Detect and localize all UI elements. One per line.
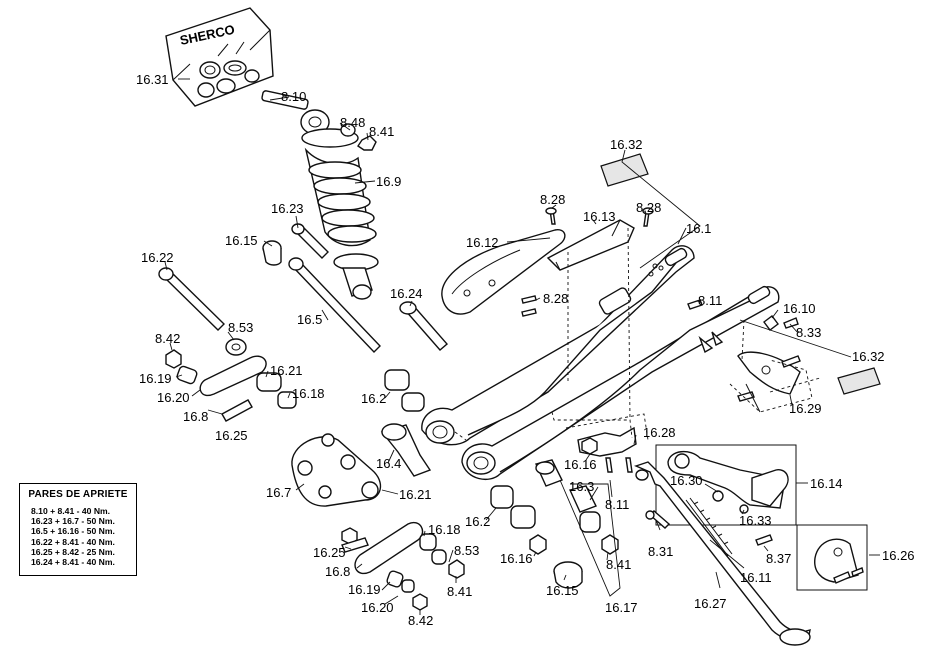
part-label: 16.24 (390, 286, 423, 301)
part-label: 16.18 (428, 522, 461, 537)
part-label: 16.15 (225, 233, 258, 248)
part-label: 16.21 (399, 487, 432, 502)
part-label: 16.29 (789, 401, 822, 416)
part-label: 16.30 (670, 473, 703, 488)
torque-row: 8.10 + 8.41 - 40 Nm. (31, 506, 111, 516)
shock-absorber (261, 90, 379, 300)
part-label: 8.48 (340, 115, 365, 130)
part-label: 16.10 (783, 301, 816, 316)
part-label: 16.16 (500, 551, 533, 566)
bushes-middle (490, 459, 619, 589)
part-label: 16.1 (686, 221, 711, 236)
part-label: 16.33 (739, 513, 772, 528)
torque-row: 16.24 + 8.41 - 40 Nm. (31, 557, 115, 568)
leader-lines (164, 78, 880, 615)
part-label: 16.8 (183, 409, 208, 424)
part-label: 16.19 (139, 371, 172, 386)
part-label: 16.16 (564, 457, 597, 472)
part-label: 16.20 (361, 600, 394, 615)
part-label: 8.37 (766, 551, 791, 566)
torque-row: 16.5 + 16.16 - 50 Nm. (31, 526, 115, 537)
part-label: 16.14 (810, 476, 843, 491)
torque-table-rows: 8.10 + 8.41 - 40 Nm. 16.23 + 16.7 - 50 N… (31, 506, 136, 567)
part-label: 16.25 (215, 428, 248, 443)
part-label: 16.11 (740, 570, 772, 585)
part-label: 16.32 (610, 137, 643, 152)
right-parts (600, 153, 881, 402)
part-label: 16.2 (465, 514, 490, 529)
part-label: 8.41 (447, 584, 472, 599)
part-label: 8.28 (540, 192, 565, 207)
torque-row: 16.25 + 8.42 - 25 Nm. (31, 546, 115, 557)
part-label: 8.11 (605, 497, 629, 512)
bearing-kit-box: SHERCO (165, 7, 274, 107)
part-label: 16.3 (569, 479, 594, 494)
part-label: 8.31 (648, 544, 673, 559)
part-label: 8.10 (281, 89, 306, 104)
bolts-left (158, 223, 448, 477)
part-label: 16.4 (376, 456, 401, 471)
part-label: 16.26 (882, 548, 915, 563)
part-label: 16.18 (292, 386, 325, 401)
part-label: 16.15 (546, 583, 579, 598)
part-label: 8.28 (543, 291, 568, 306)
part-label: 8.11 (698, 293, 722, 308)
part-label: 8.33 (796, 325, 821, 340)
part-label: 8.28 (636, 200, 661, 215)
part-labels: 16.31 8.10 8.48 8.41 16.9 16.23 16.15 16… (136, 72, 915, 628)
part-label: 16.7 (266, 485, 291, 500)
part-label: 16.20 (157, 390, 190, 405)
part-label: 8.41 (369, 124, 394, 139)
part-label: 8.53 (454, 543, 479, 558)
part-label: 16.25 (313, 545, 346, 560)
part-label: 16.23 (271, 201, 304, 216)
linkage-lower (291, 433, 465, 611)
torque-table: PARES DE APRIETE 8.10 + 8.41 - 40 Nm. 16… (19, 483, 137, 576)
part-label: 16.12 (466, 235, 499, 250)
part-label: 16.9 (376, 174, 401, 189)
part-label: 16.5 (297, 312, 322, 327)
part-label: 16.13 (583, 209, 616, 224)
part-label: 16.19 (348, 582, 381, 597)
side-stand (577, 426, 868, 646)
part-label: 16.8 (325, 564, 350, 579)
part-label: 8.42 (155, 331, 180, 346)
part-label: 16.32 (852, 349, 885, 364)
torque-row: 16.22 + 8.41 - 40 Nm. (31, 536, 115, 547)
torque-table-title: PARES DE APRIETE (28, 489, 128, 500)
part-label: 16.2 (361, 391, 386, 406)
part-label: 8.42 (408, 613, 433, 628)
part-label: 8.41 (606, 557, 631, 572)
torque-row: 16.23 + 16.7 - 50 Nm. (31, 516, 115, 527)
part-label: 16.21 (270, 363, 303, 378)
part-label: 8.53 (228, 320, 253, 335)
part-label: 16.22 (141, 250, 174, 265)
part-label: 16.27 (694, 596, 727, 611)
part-label: 16.17 (605, 600, 638, 615)
part-label: 16.28 (643, 425, 676, 440)
chain-guide (441, 207, 654, 317)
part-label: 16.31 (136, 72, 169, 87)
